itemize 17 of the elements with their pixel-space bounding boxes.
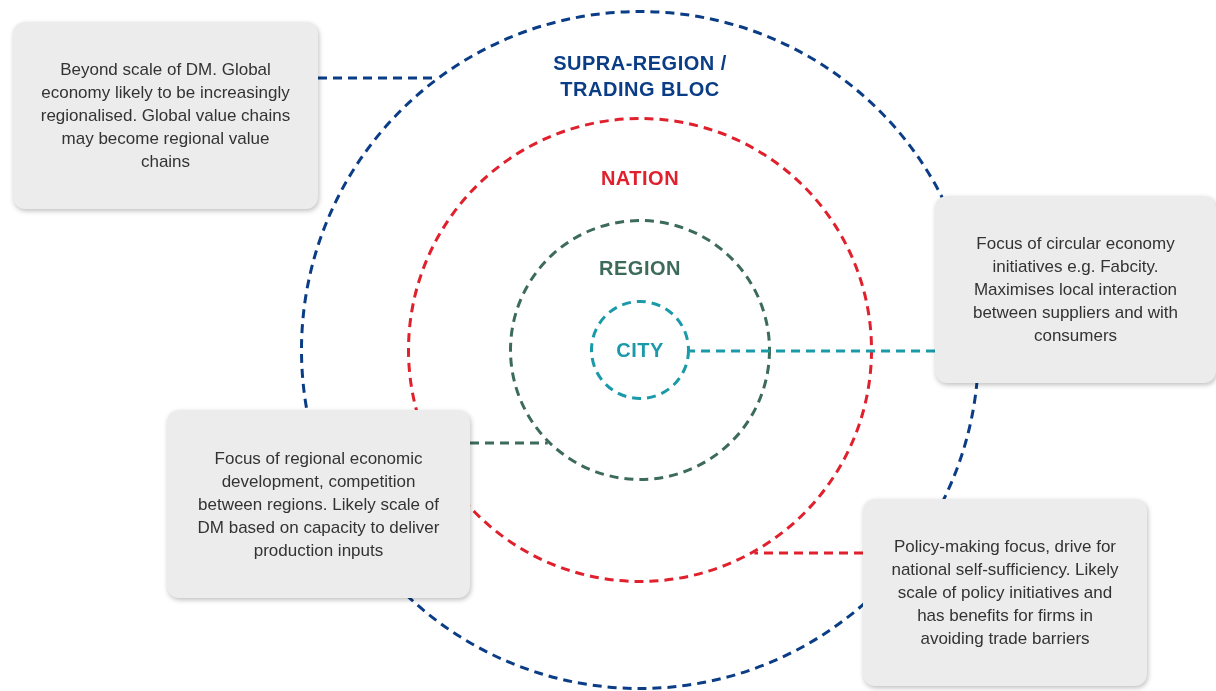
connector-line [754, 551, 863, 555]
note-card [13, 22, 318, 209]
scale-circle [509, 219, 771, 481]
circle-label: REGION [598, 256, 682, 281]
connector-line [470, 441, 548, 445]
connector-line [690, 349, 935, 353]
circle-label: CITY [615, 338, 665, 363]
note-text: Focus of circular economy initiatives e.g. Fabcity. Maximises local interaction between suppliers and with consumers [971, 233, 1180, 347]
circle-label: NATION [599, 166, 681, 191]
note-text: Beyond scale of DM. Global economy likely to be increasingly regionalised. Global value chains may become regional value chains [39, 59, 292, 173]
note-text: Policy-making focus, drive for national self-sufficiency. Likely scale of policy initiatives and has benefits for firms in avoiding trade barriers [890, 536, 1120, 650]
scale-circle [590, 300, 690, 400]
note-card [935, 196, 1216, 383]
note-text: Focus of regional economic development, competition between regions. Likely scale of DM based on capacity to deliver production inputs [196, 447, 441, 562]
circle-label: SUPRA-REGION / TRADING BLOC [552, 51, 728, 102]
note-card [863, 499, 1147, 686]
note-card [167, 410, 470, 598]
